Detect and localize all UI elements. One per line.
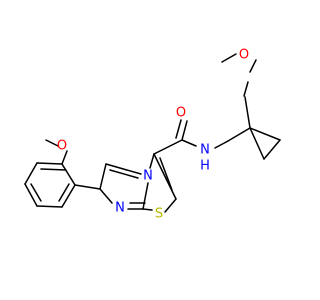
bond: [175, 119, 182, 139]
atom-label-n-amide: N: [200, 143, 210, 158]
bond: [61, 150, 68, 165]
atom-label-n-bridgehead: N: [143, 169, 153, 184]
bond: [149, 153, 155, 169]
bond: [58, 183, 70, 202]
bond: [243, 81, 249, 97]
bond: [249, 59, 257, 73]
bond: [227, 127, 251, 142]
structure-svg: O O N H N S N O: [24, 48, 281, 222]
bond: [181, 120, 188, 141]
bond: [214, 140, 229, 149]
bond: [153, 153, 177, 200]
bond: [249, 127, 265, 160]
bond: [99, 188, 113, 204]
bond: [74, 184, 101, 190]
bond: [263, 139, 281, 160]
bond: [221, 53, 237, 63]
bond: [249, 127, 281, 141]
bond: [36, 205, 63, 208]
bond: [164, 198, 177, 213]
bond: [99, 163, 107, 190]
bond: [24, 162, 38, 185]
bond: [45, 139, 59, 147]
atom-label-n-imidazole: N: [115, 201, 125, 216]
bond: [142, 182, 149, 210]
bond: [159, 157, 173, 191]
bond: [244, 96, 251, 129]
atom-label-h-amide: H: [200, 159, 210, 174]
bond: [36, 162, 63, 165]
bonds: [24, 53, 281, 213]
bond: [105, 163, 142, 175]
atom-label-s-thiazole: S: [155, 207, 163, 222]
bond: [40, 168, 67, 171]
atom-label-o-methoxymethyl: O: [239, 48, 249, 63]
atom-label-o-aryl-methoxy: O: [57, 139, 67, 154]
bond: [61, 163, 76, 186]
atom-labels: O O N H N S N O: [57, 48, 249, 222]
atom-label-o-carbonyl: O: [176, 106, 186, 121]
bond: [24, 183, 38, 207]
bond: [30, 183, 42, 202]
bond: [61, 184, 76, 208]
bond: [142, 208, 153, 211]
bond: [181, 139, 197, 147]
molecule-diagram: O O N H N S N O: [24, 47, 281, 222]
bond: [109, 169, 139, 179]
bond: [153, 139, 183, 155]
